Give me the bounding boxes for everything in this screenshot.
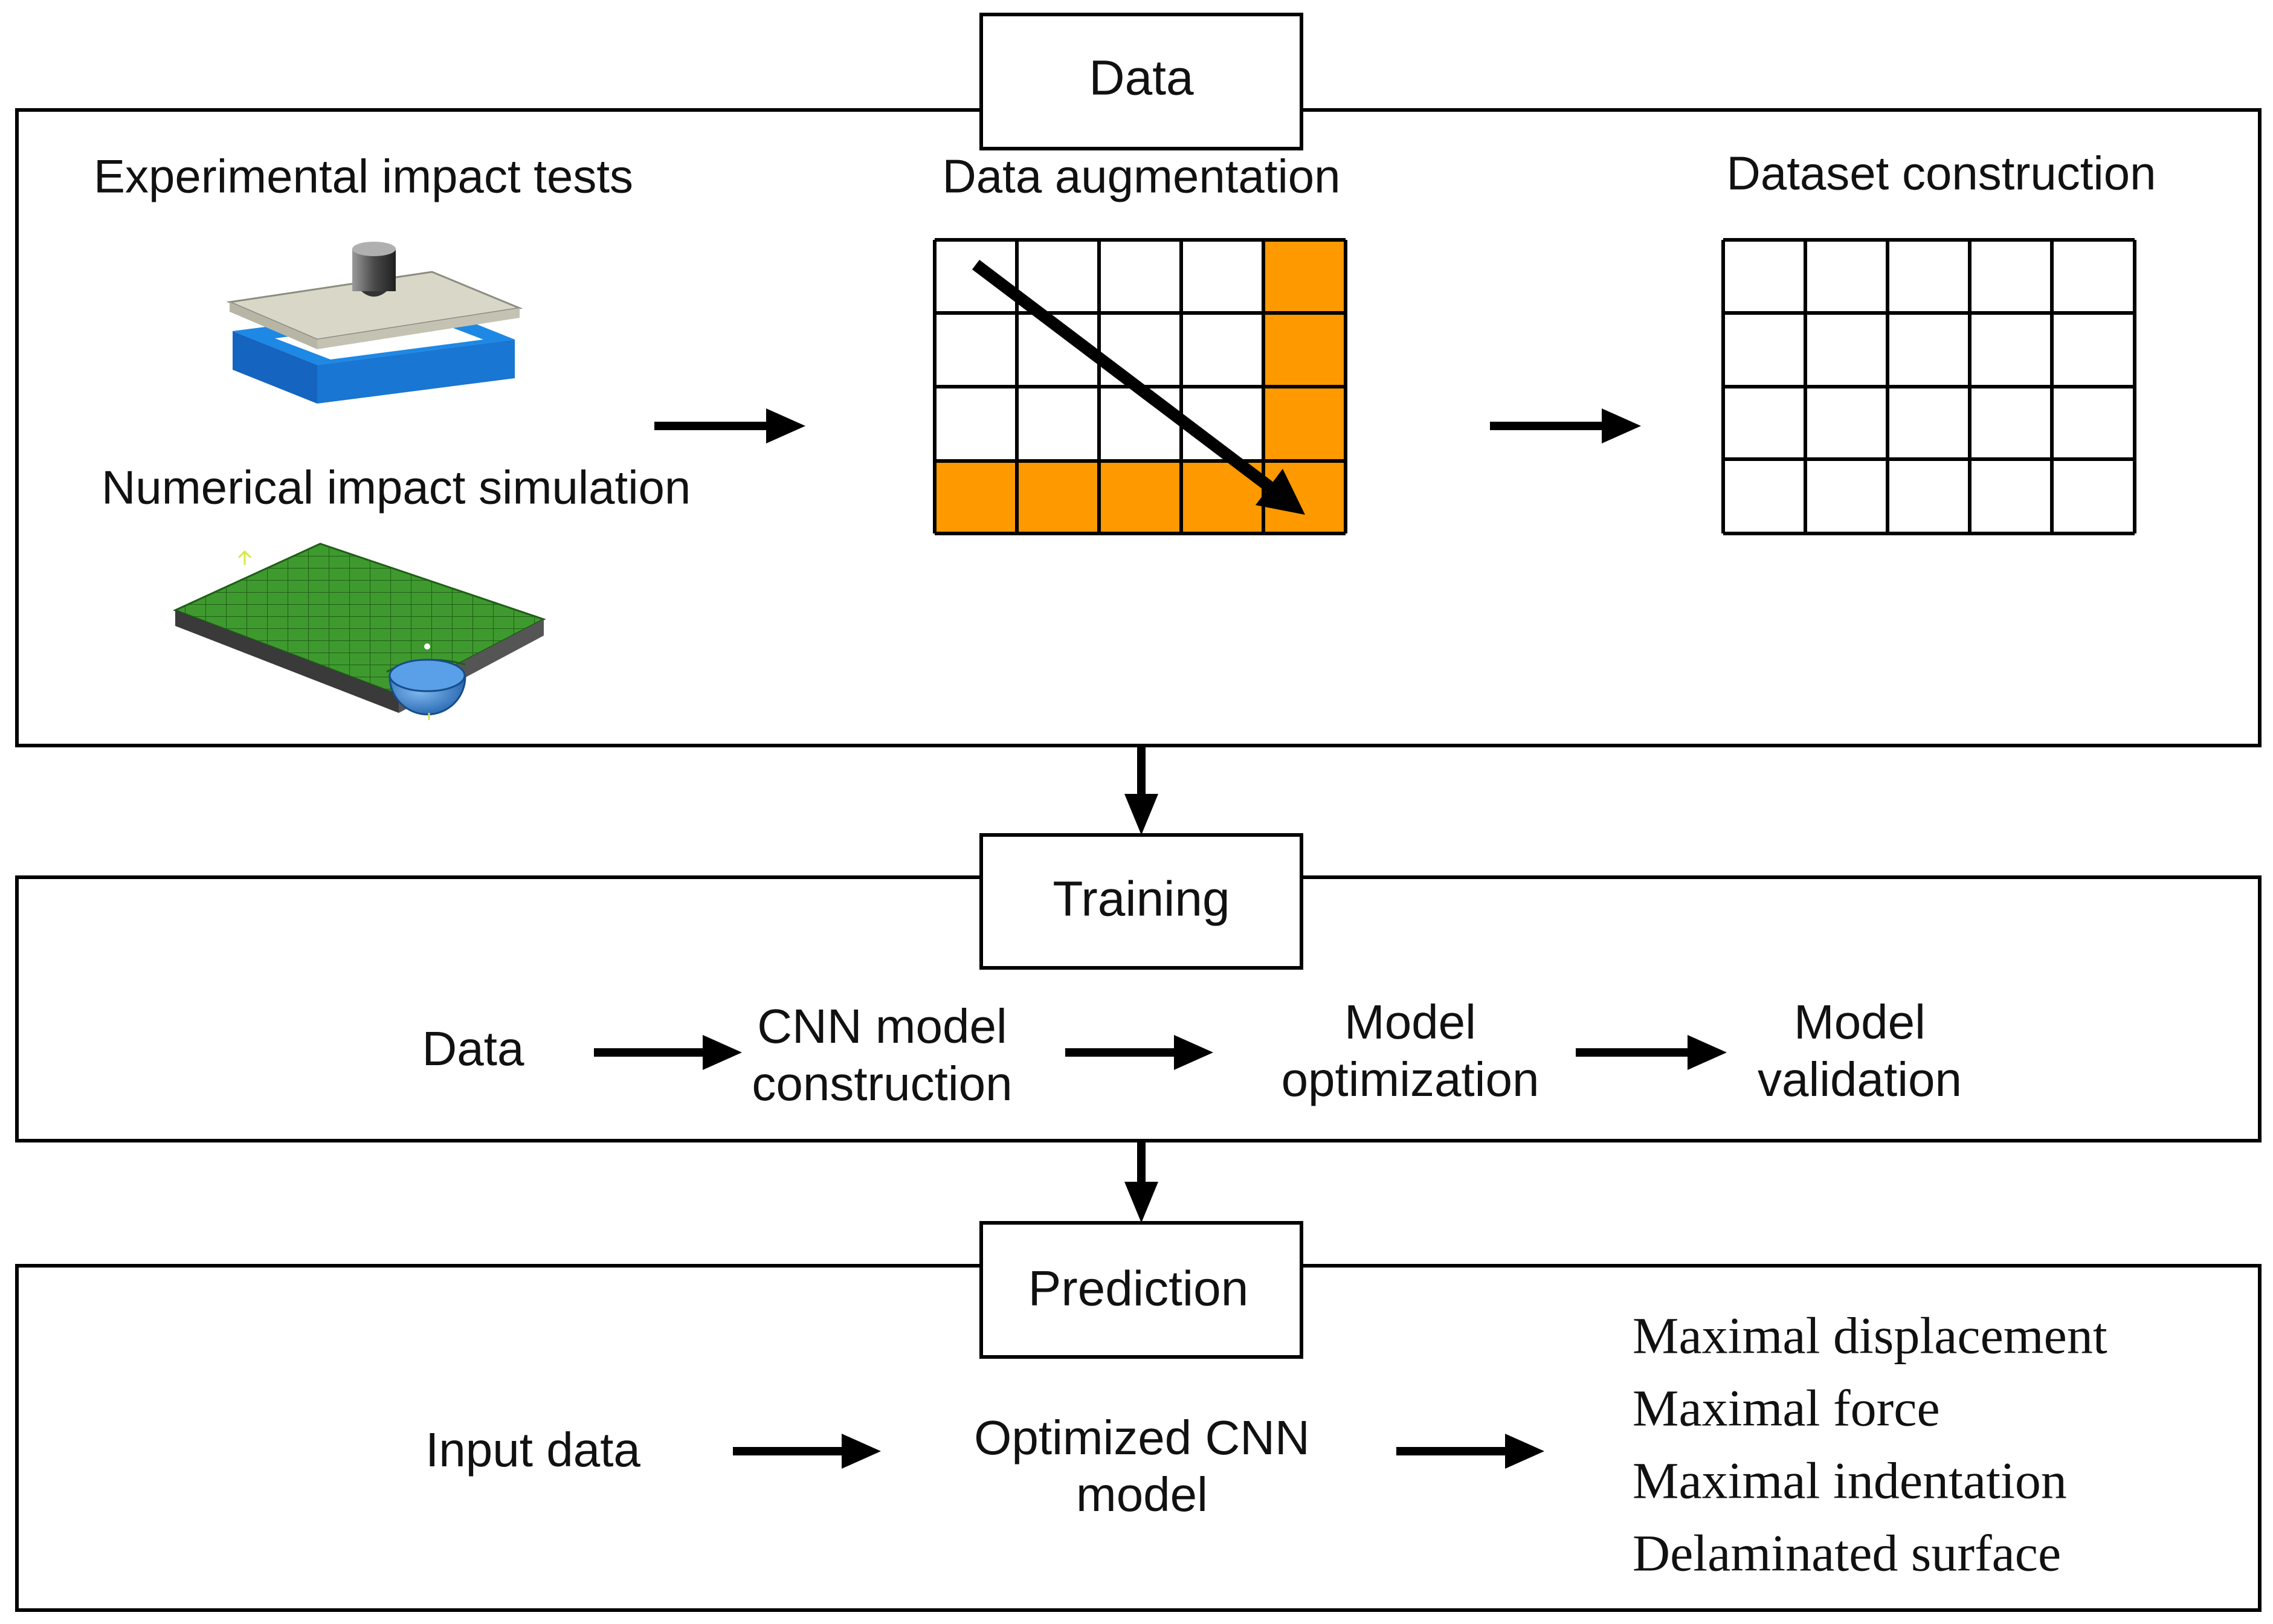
prediction-output-3: Maximal indentation [1633, 1452, 2067, 1510]
training-arrow-3 [1576, 1035, 1727, 1070]
arrow-data-to-training [1124, 746, 1158, 835]
prediction-arrow-1 [733, 1434, 881, 1469]
training-step-opt-line2: optimization [1282, 1052, 1540, 1106]
simulation-label: Numerical impact simulation [102, 461, 691, 514]
training-step-val-line2: validation [1758, 1052, 1962, 1106]
training-section: Training Data CNN model construction Mod… [15, 833, 2262, 1142]
arrow-to-augmentation [654, 408, 805, 443]
prediction-section-title: Prediction [1028, 1262, 1249, 1316]
training-step-data: Data [422, 1022, 524, 1075]
augmentation-grid [933, 238, 1347, 535]
prediction-output-2: Maximal force [1633, 1379, 1940, 1437]
impact-test-rig-icon [226, 242, 523, 404]
prediction-model-line1: Optimized CNN [974, 1411, 1310, 1464]
training-step-opt-line1: Model [1344, 995, 1476, 1049]
training-section-title: Training [1053, 872, 1230, 927]
dataset-grid [1721, 238, 2136, 535]
arrow-to-dataset [1490, 408, 1641, 443]
training-arrow-2 [1065, 1035, 1213, 1070]
prediction-title-box [979, 1221, 1303, 1359]
training-arrow-1 [594, 1035, 742, 1070]
data-section-title: Data [1089, 51, 1194, 106]
prediction-input-label: Input data [425, 1423, 640, 1477]
data-section: Data Experimental impact tests Numerical… [15, 13, 2262, 747]
training-title-box [979, 833, 1303, 970]
prediction-output-1: Maximal displacement [1633, 1307, 2107, 1365]
training-step-cnn-line2: construction [752, 1057, 1012, 1110]
prediction-model-line2: model [1076, 1468, 1208, 1521]
augmentation-label: Data augmentation [942, 150, 1340, 203]
experimental-label: Experimental impact tests [94, 150, 633, 203]
fe-mesh-plate-icon [173, 543, 546, 720]
arrow-training-to-prediction [1124, 1141, 1158, 1223]
dataset-label: Dataset construction [1726, 147, 2156, 200]
prediction-section: Prediction Input data Optimized CNN mode… [15, 1221, 2262, 1612]
prediction-arrow-2 [1396, 1434, 1544, 1469]
training-step-cnn-line1: CNN model [757, 999, 1007, 1053]
data-title-box [979, 13, 1303, 150]
prediction-output-4: Delaminated surface [1633, 1524, 2061, 1582]
training-step-val-line1: Model [1794, 995, 1926, 1049]
